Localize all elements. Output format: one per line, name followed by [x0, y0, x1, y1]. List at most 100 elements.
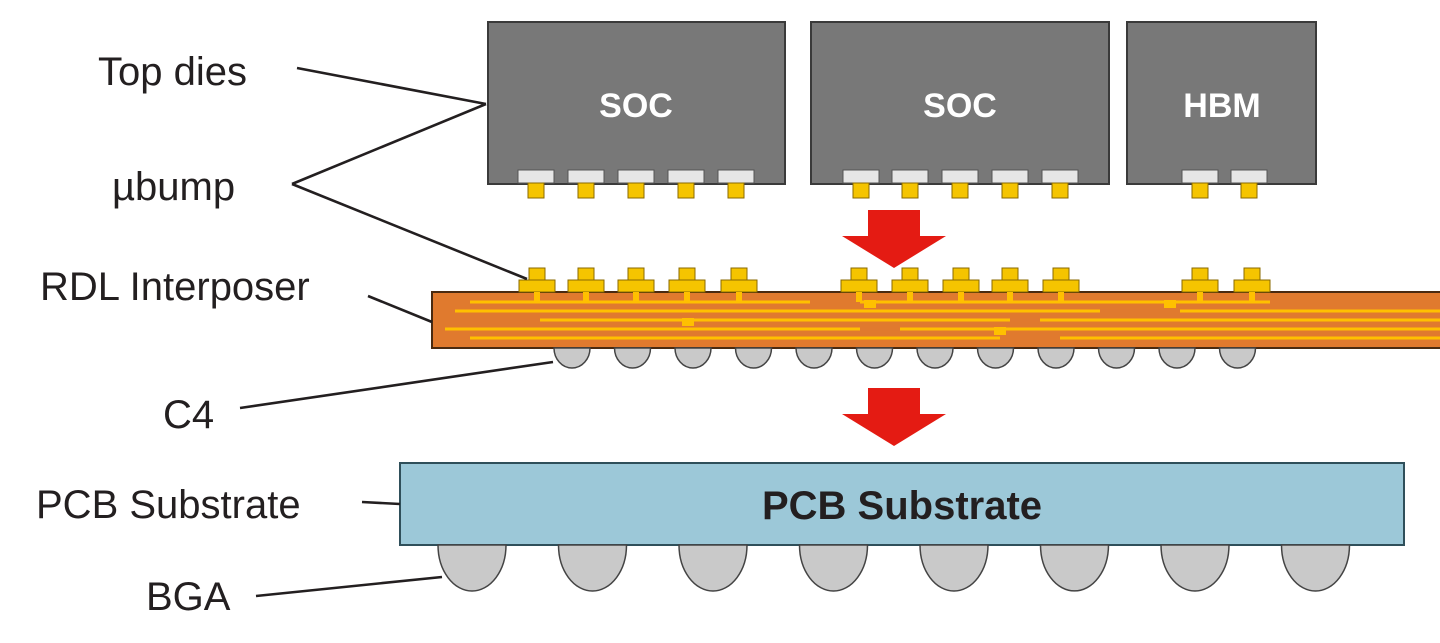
c4-ball	[916, 347, 954, 369]
die-hbm-label: HBM	[1183, 87, 1260, 125]
via	[534, 292, 540, 302]
microbump	[1243, 267, 1261, 281]
microbump	[577, 182, 595, 199]
interposer-pad	[991, 279, 1029, 293]
label-rdl-interposer: RDL Interposer	[40, 265, 310, 309]
c4-ball	[1158, 347, 1196, 369]
c4-ball	[976, 347, 1015, 369]
interposer-pad	[518, 279, 556, 293]
via	[1007, 292, 1013, 302]
microbump	[1001, 267, 1019, 281]
die-hbm	[1126, 21, 1317, 185]
rdl-via	[994, 327, 1006, 335]
microbump	[850, 267, 868, 281]
interposer-pad	[1233, 279, 1271, 293]
bga-balls	[437, 544, 1351, 592]
microbump	[1191, 182, 1209, 199]
c4-ball	[734, 347, 773, 369]
microbump	[1052, 267, 1070, 281]
microbump	[901, 267, 919, 281]
microbump	[678, 267, 696, 281]
interposer-pad	[840, 279, 878, 293]
via	[633, 292, 639, 302]
microbump	[852, 182, 870, 199]
microbump	[951, 182, 969, 199]
c4-ball	[1218, 347, 1257, 369]
rdl-via	[1164, 300, 1176, 308]
down-arrow-icon	[842, 210, 946, 268]
via	[583, 292, 589, 302]
via	[736, 292, 742, 302]
interposer-microbumps	[518, 267, 1271, 302]
label-ubump: µbump	[112, 165, 235, 209]
microbump	[1051, 182, 1069, 199]
microbump-pad	[842, 169, 880, 184]
interposer-pad	[668, 279, 706, 293]
microbump	[730, 267, 748, 281]
microbump-pad	[717, 169, 755, 184]
bga-ball	[437, 544, 507, 592]
die-soc-2-label: SOC	[923, 87, 997, 125]
leader-bga	[255, 575, 443, 598]
microbump	[1240, 182, 1258, 199]
die-microbumps	[517, 169, 1268, 199]
via	[684, 292, 690, 302]
c4-ball	[553, 347, 591, 369]
microbump	[627, 182, 645, 199]
leader-top-dies	[296, 66, 487, 106]
interposer-pad	[720, 279, 758, 293]
interposer-pad	[942, 279, 980, 293]
via	[1197, 292, 1203, 302]
c4-ball	[613, 347, 652, 369]
leader-pcb	[361, 500, 401, 506]
label-pcb-substrate: PCB Substrate	[36, 483, 301, 527]
leader-rdl	[367, 294, 433, 324]
bga-ball	[798, 544, 869, 592]
bga-ball	[678, 544, 748, 592]
bga-ball	[919, 544, 989, 592]
interposer-pad	[617, 279, 655, 293]
label-bga: BGA	[146, 575, 231, 619]
via	[1249, 292, 1255, 302]
top-dies-group: SOC SOC HBM	[487, 21, 1317, 185]
interposer-pad	[567, 279, 605, 293]
label-top-dies: Top dies	[98, 50, 247, 94]
bga-ball	[557, 544, 628, 592]
microbump	[727, 182, 745, 199]
interposer-pad	[1042, 279, 1080, 293]
microbump	[677, 182, 695, 199]
microbump-pad	[1181, 169, 1219, 184]
label-c4: C4	[163, 393, 214, 437]
leader-lines	[239, 66, 554, 598]
bga-ball	[1039, 544, 1110, 592]
leader-c4	[239, 360, 554, 410]
microbump	[901, 182, 919, 199]
via	[856, 292, 862, 302]
c4-balls	[553, 347, 1257, 369]
microbump-pad	[1041, 169, 1079, 184]
c4-ball	[674, 347, 712, 369]
microbump-pad	[517, 169, 555, 184]
rdl-traces	[445, 300, 1440, 340]
microbump-pad	[617, 169, 655, 184]
microbump	[1191, 267, 1209, 281]
pcb-substrate-body	[399, 462, 1405, 546]
bga-ball	[1160, 544, 1230, 592]
down-arrow-icon	[842, 388, 946, 446]
pcb-substrate-text: PCB Substrate	[762, 484, 1042, 528]
microbump	[528, 267, 546, 281]
microbump-pad	[667, 169, 705, 184]
leader-ubump-to-interposer	[291, 182, 528, 281]
microbump-pad	[1230, 169, 1268, 184]
c4-ball	[795, 347, 833, 369]
leader-ubump-to-die	[291, 102, 487, 186]
microbump	[627, 267, 645, 281]
microbump	[527, 182, 545, 199]
rdl-via	[682, 318, 694, 326]
via	[958, 292, 964, 302]
c4-ball	[1097, 347, 1136, 369]
microbump-pad	[567, 169, 605, 184]
via	[907, 292, 913, 302]
interposer-pad	[891, 279, 929, 293]
